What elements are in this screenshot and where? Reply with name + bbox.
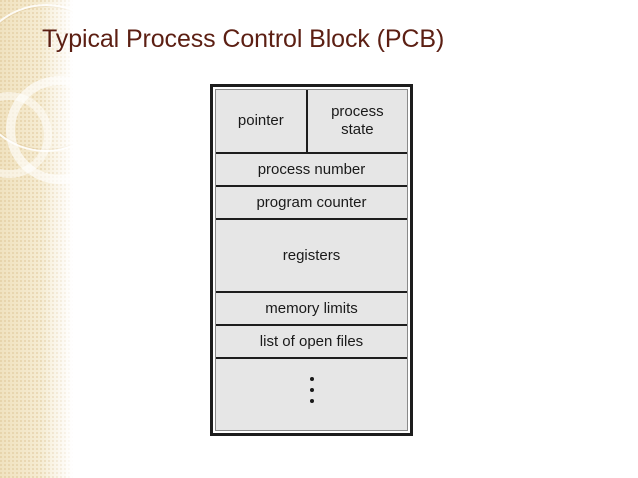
pcb-row: pointer process state <box>216 90 407 154</box>
pcb-row-registers: registers <box>216 220 407 293</box>
pcb-diagram: pointer process state process number pro… <box>210 84 413 436</box>
pcb-row-memory-limits: memory limits <box>216 293 407 326</box>
pcb-row-list-of-open-files: list of open files <box>216 326 407 359</box>
pcb-cell-process-state: process state <box>308 90 407 152</box>
pcb-table: pointer process state process number pro… <box>215 89 408 431</box>
pcb-row-ellipsis <box>216 359 407 421</box>
pcb-cell-process-state-line1: process <box>331 103 384 120</box>
vertical-ellipsis-icon <box>309 377 314 403</box>
pcb-cell-pointer: pointer <box>216 90 308 152</box>
dot-icon <box>309 399 314 403</box>
decorative-sidebar <box>0 0 73 478</box>
dot-icon <box>309 388 314 392</box>
page-title: Typical Process Control Block (PCB) <box>42 25 445 53</box>
pcb-row-process-number: process number <box>216 154 407 187</box>
pcb-cell-process-state-line2: state <box>341 121 374 138</box>
pcb-row-program-counter: program counter <box>216 187 407 220</box>
sidebar-sheen <box>0 0 73 478</box>
dot-icon <box>309 377 314 381</box>
